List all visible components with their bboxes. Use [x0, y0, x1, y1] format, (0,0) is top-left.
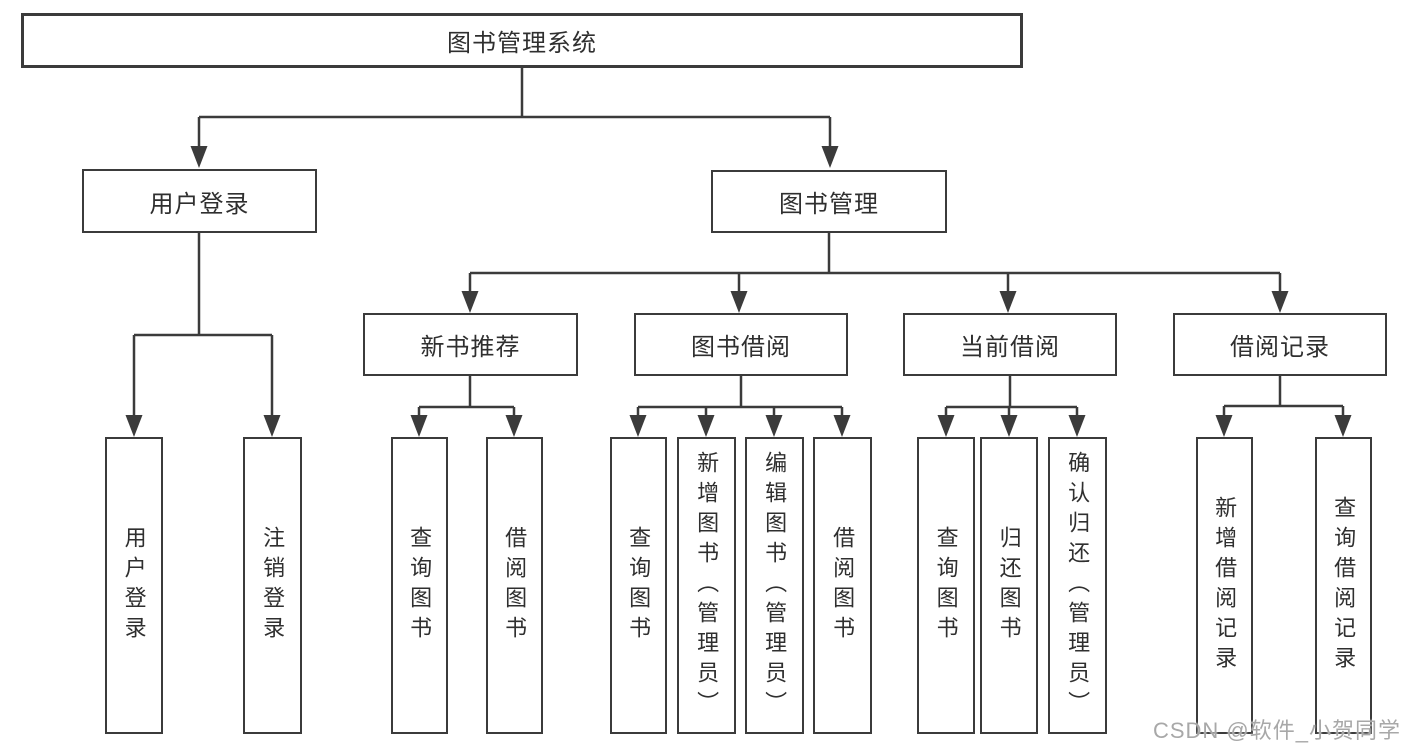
node-book-management-label: 图书管理 [779, 191, 879, 218]
arrowhead [1068, 415, 1086, 437]
node-borrowing-records-label: 借阅记录 [1230, 334, 1330, 361]
node-borrowing-borrow-books: 借阅图书 [813, 437, 872, 734]
arrowhead [190, 146, 208, 168]
node-add-books-admin: 新增图书（管理员） [677, 437, 736, 734]
node-query-borrow-record: 查询借阅记录 [1315, 437, 1372, 734]
node-login-label: 用户登录 [121, 525, 147, 646]
node-query-borrow-record-label: 查询借阅记录 [1331, 495, 1357, 676]
arrowhead [833, 415, 851, 437]
node-logout: 注销登录 [243, 437, 302, 734]
arrowhead [1271, 291, 1289, 313]
connector-bookmgmt-level3 [468, 233, 1282, 293]
connector-root-level2 [197, 68, 832, 147]
node-newbook-query-books-label: 查询图书 [407, 525, 433, 646]
node-current-query-books: 查询图书 [917, 437, 975, 734]
node-newbook-borrow-books-label: 借阅图书 [502, 525, 528, 646]
arrowhead [999, 291, 1017, 313]
arrowhead [730, 291, 748, 313]
node-new-book-recommendation: 新书推荐 [363, 313, 578, 376]
node-return-books: 归还图书 [980, 437, 1038, 734]
node-add-borrow-record: 新增借阅记录 [1196, 437, 1253, 734]
arrowhead [263, 415, 281, 437]
arrowhead [125, 415, 143, 437]
connector-userlogin-children [132, 233, 274, 417]
node-borrowing-records: 借阅记录 [1173, 313, 1387, 376]
arrowhead [765, 415, 783, 437]
connector-borrowrecords-children [1222, 376, 1345, 417]
node-add-books-admin-label: 新增图书（管理员） [694, 450, 720, 721]
node-edit-books-admin: 编辑图书（管理员） [745, 437, 804, 734]
node-confirm-return-admin-label: 确认归还（管理员） [1065, 450, 1091, 721]
arrowhead [697, 415, 715, 437]
arrowhead [1215, 415, 1233, 437]
node-newbook-query-books: 查询图书 [391, 437, 448, 734]
arrowhead [1000, 415, 1018, 437]
arrowhead [410, 415, 428, 437]
node-current-borrowing: 当前借阅 [903, 313, 1117, 376]
node-confirm-return-admin: 确认归还（管理员） [1048, 437, 1107, 734]
node-root: 图书管理系统 [21, 13, 1023, 68]
connector-bookborrow-children [636, 376, 844, 417]
node-newbook-borrow-books: 借阅图书 [486, 437, 543, 734]
arrowhead [821, 146, 839, 168]
node-edit-books-admin-label: 编辑图书（管理员） [762, 450, 788, 721]
connector-currentborrow-children [944, 376, 1079, 417]
node-book-management: 图书管理 [711, 170, 947, 233]
node-borrowing-borrow-books-label: 借阅图书 [830, 525, 856, 646]
node-return-books-label: 归还图书 [996, 525, 1022, 646]
node-user-login-group: 用户登录 [82, 169, 317, 233]
arrowhead [937, 415, 955, 437]
csdn-watermark: CSDN @软件_小贺同学 [1152, 718, 1401, 743]
arrowheads [125, 146, 1352, 437]
node-current-borrowing-label: 当前借阅 [960, 334, 1060, 361]
arrowhead [629, 415, 647, 437]
node-book-borrowing: 图书借阅 [634, 313, 848, 376]
arrowhead [461, 291, 479, 313]
node-new-book-recommendation-label: 新书推荐 [420, 334, 521, 361]
node-logout-label: 注销登录 [260, 525, 286, 646]
connector-newbookrec-children [417, 376, 516, 417]
node-borrowing-query-books-label: 查询图书 [626, 525, 652, 646]
node-add-borrow-record-label: 新增借阅记录 [1212, 495, 1238, 676]
node-book-borrowing-label: 图书借阅 [691, 334, 791, 361]
arrowhead [505, 415, 523, 437]
node-login: 用户登录 [105, 437, 163, 734]
node-root-label: 图书管理系统 [447, 30, 597, 57]
node-user-login-group-label: 用户登录 [149, 190, 250, 218]
node-borrowing-query-books: 查询图书 [610, 437, 667, 734]
node-current-query-books-label: 查询图书 [933, 525, 959, 646]
arrowhead [1334, 415, 1352, 437]
